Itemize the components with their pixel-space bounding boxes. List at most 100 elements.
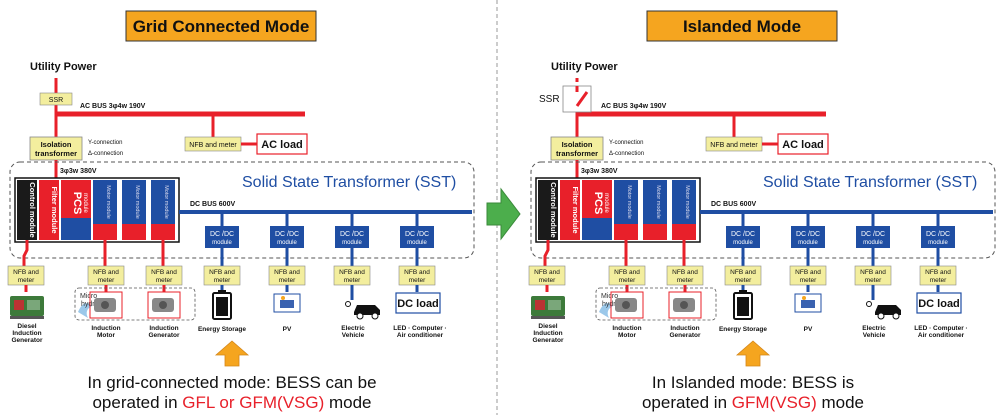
nfb-meter-box: NFB and meter [87, 265, 125, 286]
load-label-dc-appliances: LED · Computer · Air conditioner [393, 325, 446, 339]
pv-panel-icon [273, 293, 301, 313]
svg-text:Generator: Generator [11, 337, 43, 344]
svg-text:Diesel: Diesel [17, 323, 36, 330]
islanded-panel: Islanded Mode Utility Power AC BUS 3φ4w … [528, 10, 996, 412]
dcdc-label: DC /DC [210, 231, 234, 238]
micro-hydro-group [595, 287, 717, 321]
control-module-label: Control module [28, 182, 37, 237]
dcdc-module [726, 226, 760, 248]
load-label-diesel: Diesel Induction Generator [532, 323, 564, 344]
svg-text:Induction: Induction [670, 325, 699, 332]
dcdc-sub-label: module [928, 240, 948, 246]
svg-text:NFB and: NFB and [209, 269, 235, 276]
svg-text:meter: meter [18, 277, 35, 284]
dcdc-sub-label: module [733, 240, 753, 246]
filter-module [560, 180, 580, 240]
dcdc-label: DC /DC [926, 231, 950, 238]
dcdc-label: DC /DC [861, 231, 885, 238]
load-label-electric-vehicle: Electric Vehicle [862, 325, 886, 339]
svg-text:Induction: Induction [612, 325, 641, 332]
motor-module [672, 180, 696, 224]
load-label-induction-generator: Induction Generator [669, 325, 701, 339]
isolation-label-2: transformer [35, 149, 77, 158]
pcs-label: PCS [71, 192, 83, 215]
nfb-meter-box: NFB and meter [333, 265, 371, 286]
ac-load-box [777, 133, 829, 155]
load-label-energy-storage: Energy Storage [719, 326, 767, 333]
dcdc-sub-label: module [863, 240, 883, 246]
svg-text:Diesel: Diesel [538, 323, 557, 330]
battery-icon [212, 290, 232, 320]
pv-panel-icon [794, 293, 822, 313]
nfb-meter-box: NFB and meter [666, 265, 704, 286]
dcdc-module [400, 226, 434, 248]
load-label-pv: PV [804, 326, 813, 333]
dcdc-branch: DC /DC module [335, 212, 369, 266]
dc-load-box [395, 292, 441, 314]
ssr-label: SSR [539, 94, 560, 105]
svg-text:meter: meter [865, 277, 882, 284]
induction-generator-icon [147, 291, 181, 319]
svg-text:Vehicle: Vehicle [342, 332, 365, 339]
y-connection-label: Y-connection [609, 140, 643, 146]
bess-highlight-arrow [735, 340, 771, 367]
svg-text:meter: meter [677, 277, 694, 284]
electric-vehicle-icon [345, 301, 380, 320]
svg-text:NFB and: NFB and [339, 269, 365, 276]
nfb-meter-box: NFB and meter [608, 265, 646, 286]
dc-bus-label: DC BUS 600V [711, 201, 756, 208]
ssr-switch [562, 85, 592, 113]
filter-module-label: Filter module [50, 186, 59, 233]
svg-text:Electric: Electric [341, 325, 365, 332]
control-module [17, 180, 37, 240]
isolation-label-1: Isolation [41, 140, 72, 149]
isolation-label-1: Isolation [562, 140, 593, 149]
sst-label: Solid State Transformer (SST) [763, 174, 977, 191]
motor-module [151, 180, 175, 224]
svg-text:meter: meter [930, 277, 947, 284]
svg-text:meter: meter [539, 277, 556, 284]
svg-text:meter: meter [619, 277, 636, 284]
sst-label: Solid State Transformer (SST) [242, 174, 456, 191]
dcdc-label: DC /DC [796, 231, 820, 238]
nfb-meter-box: NFB and meter [528, 265, 566, 286]
svg-text:NFB and: NFB and [860, 269, 886, 276]
svg-text:meter: meter [279, 277, 296, 284]
dcdc-sub-label: module [407, 240, 427, 246]
pcs-module-label: module [603, 193, 609, 213]
micro-hydro-group [74, 287, 196, 321]
motor-module-label: Motor module [684, 185, 690, 219]
svg-text:meter: meter [409, 277, 426, 284]
svg-text:NFB and: NFB and [274, 269, 300, 276]
load-label-induction-generator: Induction Generator [148, 325, 180, 339]
svg-text:NFB and: NFB and [672, 269, 698, 276]
svg-text:NFB and: NFB and [93, 269, 119, 276]
utility-power-label: Utility Power [30, 61, 97, 73]
filter-module-label: Filter module [571, 186, 580, 233]
caption-line-1: In grid-connected mode: BESS can be [87, 373, 376, 392]
delta-connection-label: Δ-connection [609, 151, 644, 157]
svg-text:meter: meter [156, 277, 173, 284]
dcdc-branch: DC /DC module [791, 212, 825, 266]
bess-highlight-arrow [214, 340, 250, 367]
ac-bus-label: AC BUS 3φ4w 190V [80, 103, 146, 110]
ac-load-box [256, 133, 308, 155]
control-module [538, 180, 558, 240]
grid-connected-panel: Grid Connected Mode Utility Power AC BUS… [7, 10, 475, 412]
induction-generator-icon [668, 291, 702, 319]
delta-connection-label: Δ-connection [88, 151, 123, 157]
nfb-meter-box: NFB and meter [398, 265, 436, 286]
svg-text:meter: meter [214, 277, 231, 284]
dcdc-sub-label: module [342, 240, 362, 246]
svg-text:Motor: Motor [618, 332, 637, 339]
dcdc-label: DC /DC [405, 231, 429, 238]
svg-text:meter: meter [344, 277, 361, 284]
dcdc-module [270, 226, 304, 248]
motor-module-label: Motor module [163, 185, 169, 219]
motor-module [93, 180, 117, 224]
pcs-label: PCS [592, 192, 604, 215]
motor-module-label: Motor module [626, 185, 632, 219]
svg-text:LED · Computer ·: LED · Computer · [914, 325, 967, 332]
caption-line-2: operated in GFM(VSG) mode [642, 393, 864, 412]
load-label-pv: PV [283, 326, 292, 333]
